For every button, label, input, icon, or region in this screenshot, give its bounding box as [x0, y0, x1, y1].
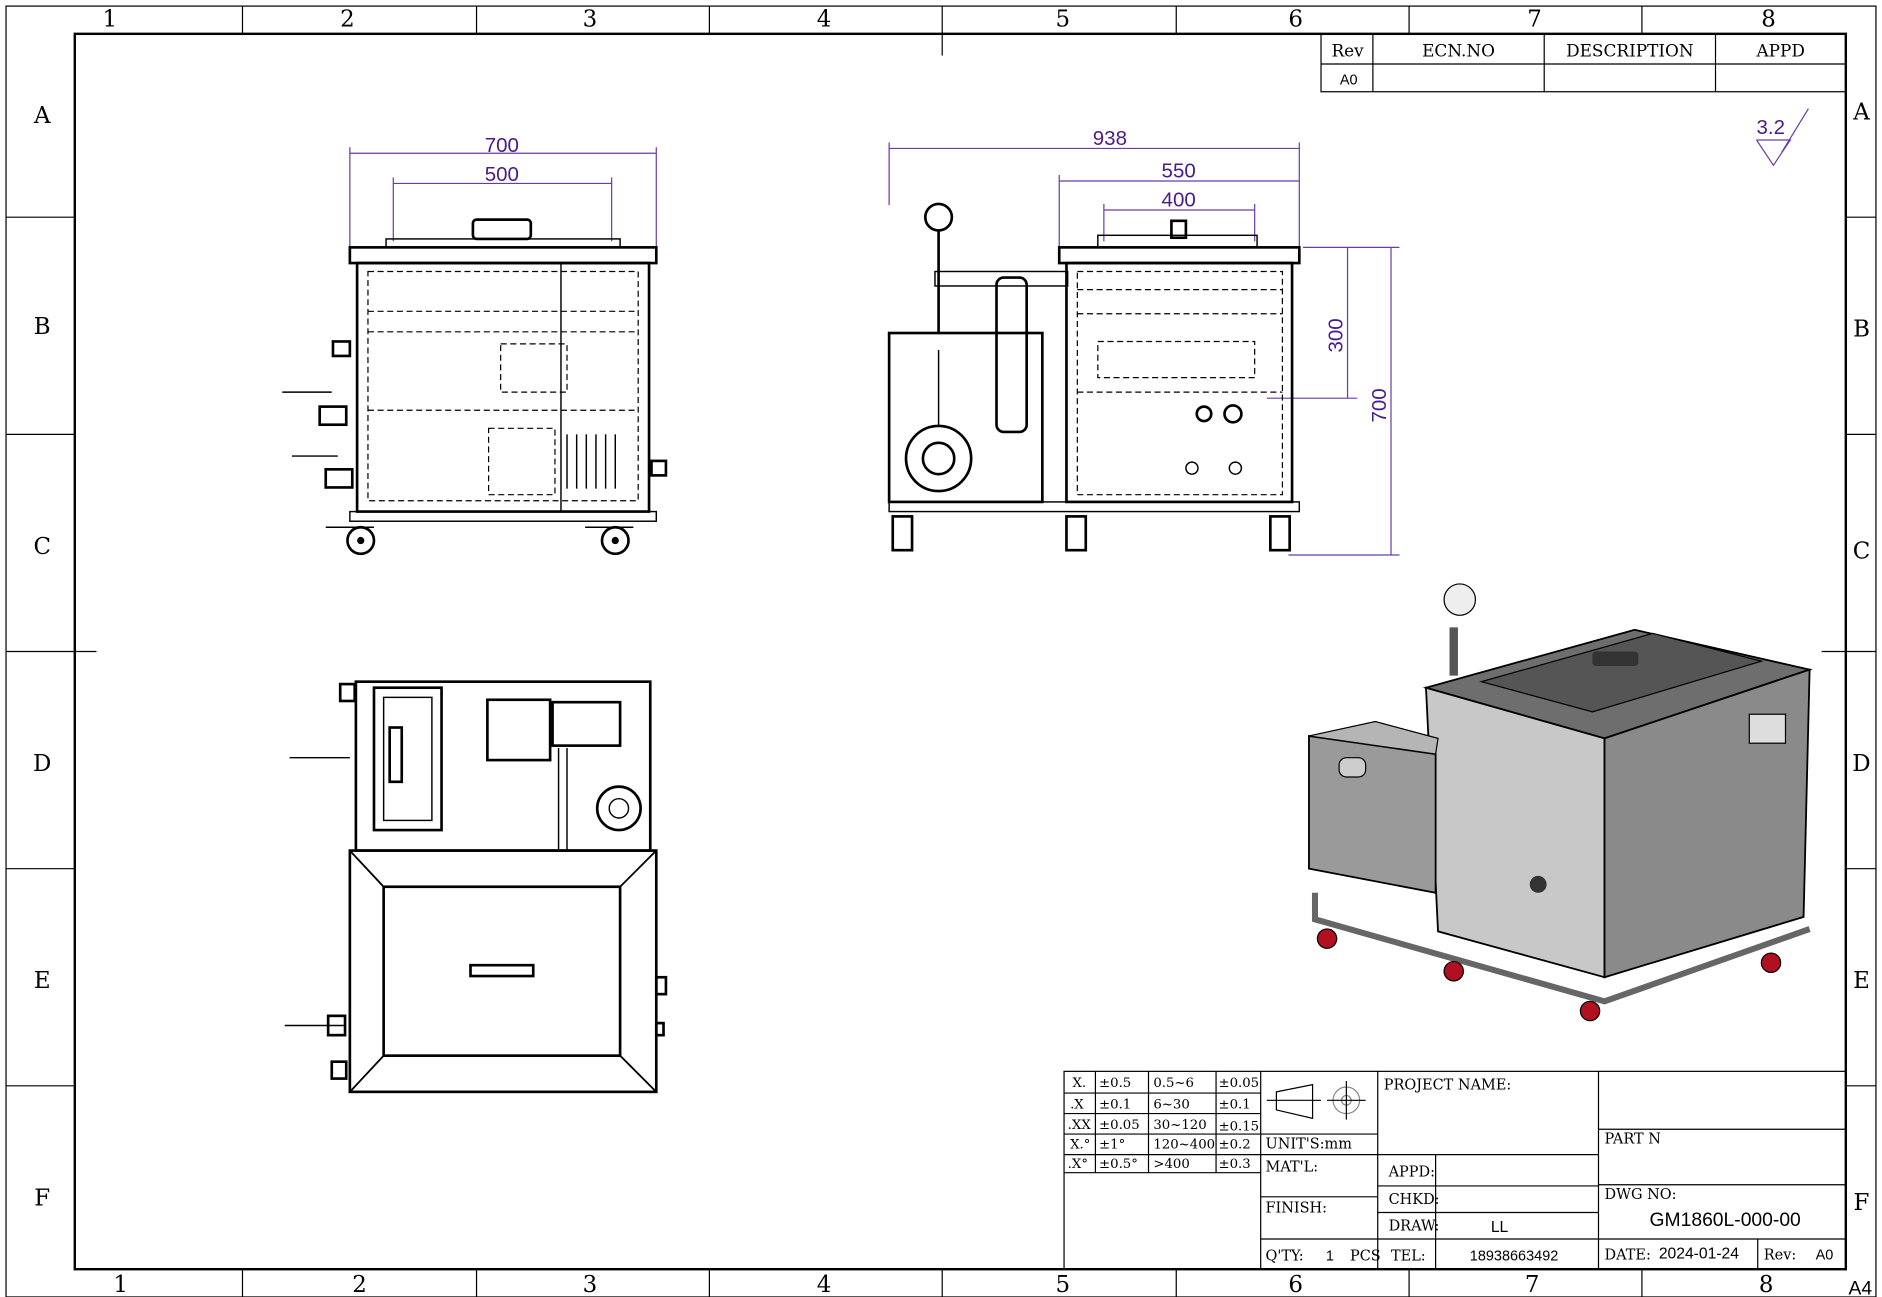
row-label: A	[33, 103, 51, 129]
tol-cell: .XX	[1068, 1118, 1092, 1133]
row-label: F	[34, 1185, 50, 1211]
tol-cell: ±1°	[1099, 1138, 1125, 1153]
row-label: E	[1853, 968, 1870, 994]
appd-label: APPD:	[1388, 1164, 1435, 1180]
tol-cell: ±0.3	[1218, 1157, 1250, 1172]
dimension-label: 400	[1162, 188, 1196, 211]
dimension-label: 700	[485, 134, 519, 157]
zone-dividers	[6, 6, 1876, 1297]
finish-label: FINISH:	[1266, 1200, 1328, 1216]
dwg-no-value: GM1860L-000-00	[1650, 1210, 1801, 1231]
draw-label: DRAW:	[1389, 1219, 1440, 1235]
tol-cell: .X	[1070, 1098, 1084, 1113]
column-labels-top: 1 2 3 4 5 6 7 8	[102, 7, 1775, 33]
row-label: D	[1852, 751, 1870, 777]
front-view: 700 500	[282, 134, 668, 556]
projection-symbol	[1266, 1080, 1366, 1120]
col-label: 8	[1761, 7, 1776, 33]
rev-header: Rev	[1331, 41, 1364, 61]
top-view	[284, 680, 668, 1094]
rev-value: A0	[1816, 1248, 1834, 1264]
date-value: 2024-01-24	[1659, 1245, 1739, 1262]
col-label: 2	[352, 1272, 367, 1297]
col-label: 6	[1288, 1272, 1303, 1297]
row-label: D	[33, 751, 51, 777]
chkd-label: CHKD:	[1389, 1192, 1440, 1208]
sheet-size: A4	[1848, 1279, 1872, 1297]
qty-label: Q'TY:	[1266, 1249, 1304, 1265]
qty-value: 1	[1326, 1249, 1334, 1265]
tol-cell: 6~30	[1153, 1098, 1189, 1113]
col-label: 8	[1759, 1272, 1774, 1297]
rev-label: Rev:	[1764, 1248, 1797, 1264]
col-label: 1	[113, 1272, 128, 1297]
col-label: 3	[583, 1272, 598, 1297]
dimension-label: 300	[1325, 318, 1348, 352]
surface-finish-value: 3.2	[1757, 116, 1786, 139]
row-label: F	[1854, 1190, 1870, 1216]
row-label: B	[1853, 317, 1870, 343]
tol-cell: ±0.1	[1099, 1098, 1131, 1113]
units-label: UNIT'S:mm	[1266, 1137, 1353, 1153]
row-labels-right: A B C D E F	[1852, 99, 1870, 1216]
tol-cell: 30~120	[1153, 1118, 1206, 1133]
row-label: A	[1852, 99, 1870, 125]
row-label: E	[34, 968, 51, 994]
row-label: C	[1853, 539, 1871, 565]
tol-cell: 120~400	[1153, 1138, 1215, 1153]
dimension-label: 550	[1162, 159, 1196, 182]
tol-cell: 0.5~6	[1153, 1076, 1194, 1091]
isometric-view	[1308, 583, 1813, 1022]
part-label: PART N	[1605, 1132, 1662, 1148]
col-label: 6	[1288, 7, 1303, 33]
col-label: 5	[1056, 7, 1071, 33]
col-label: 4	[817, 7, 832, 33]
side-view: 938 550 400 300 700	[887, 127, 1400, 556]
tel-value: 18938663492	[1470, 1249, 1559, 1265]
col-label: 7	[1525, 1272, 1540, 1297]
tol-cell: >400	[1153, 1157, 1189, 1172]
tol-cell: ±0.05	[1218, 1076, 1259, 1091]
tol-cell: ±0.05	[1099, 1118, 1140, 1133]
col-label: 1	[102, 7, 117, 33]
row-label: B	[34, 314, 51, 340]
tol-cell: ±0.1	[1218, 1098, 1250, 1113]
column-labels-bottom: 1 2 3 4 5 6 7 8	[113, 1272, 1773, 1297]
revision-table: Rev ECN.NO DESCRIPTION APPD A0	[1320, 33, 1847, 93]
tol-cell: .X°	[1068, 1157, 1088, 1172]
project-name-label: PROJECT NAME:	[1384, 1077, 1512, 1093]
description-header: DESCRIPTION	[1566, 41, 1694, 61]
tol-cell: ±0.5°	[1099, 1157, 1138, 1172]
dimension-label: 700	[1368, 388, 1391, 422]
tol-cell: ±0.5	[1099, 1076, 1131, 1091]
tel-label: TEL:	[1391, 1249, 1426, 1265]
dwg-no-label: DWG NO:	[1605, 1187, 1677, 1203]
dimension-label: 938	[1093, 127, 1127, 150]
col-label: 7	[1527, 7, 1542, 33]
tol-cell: ±0.15	[1218, 1119, 1259, 1134]
row-labels-left: A B C D E F	[33, 103, 51, 1211]
title-block: X. ±0.5 0.5~6 ±0.05 .X ±0.1 6~30 ±0.1 .XX ±0.05…	[1063, 1070, 1847, 1270]
qty-unit: PCS	[1350, 1249, 1381, 1265]
material-label: MAT'L:	[1266, 1159, 1319, 1175]
tolerance-table: X. ±0.5 0.5~6 ±0.05 .X ±0.1 6~30 ±0.1 .XX ±0.05…	[1068, 1076, 1259, 1172]
col-label: 4	[817, 1272, 832, 1297]
appd-header: APPD	[1755, 41, 1804, 61]
col-label: 3	[583, 7, 598, 33]
rev-value: A0	[1340, 73, 1358, 89]
dimension-label: 500	[485, 163, 519, 186]
iso-casters	[1316, 928, 1782, 1022]
tol-cell: X.°	[1070, 1138, 1090, 1153]
tol-cell: ±0.2	[1218, 1138, 1250, 1153]
date-label: DATE:	[1605, 1248, 1651, 1264]
col-label: 5	[1056, 1272, 1071, 1297]
tol-cell: X.	[1072, 1076, 1086, 1091]
draw-value: LL	[1491, 1219, 1509, 1236]
col-label: 2	[340, 7, 355, 33]
ecn-header: ECN.NO	[1422, 41, 1495, 61]
row-label: C	[33, 534, 51, 560]
casters	[891, 515, 1291, 552]
surface-finish-symbol: 3.2	[1756, 108, 1809, 167]
